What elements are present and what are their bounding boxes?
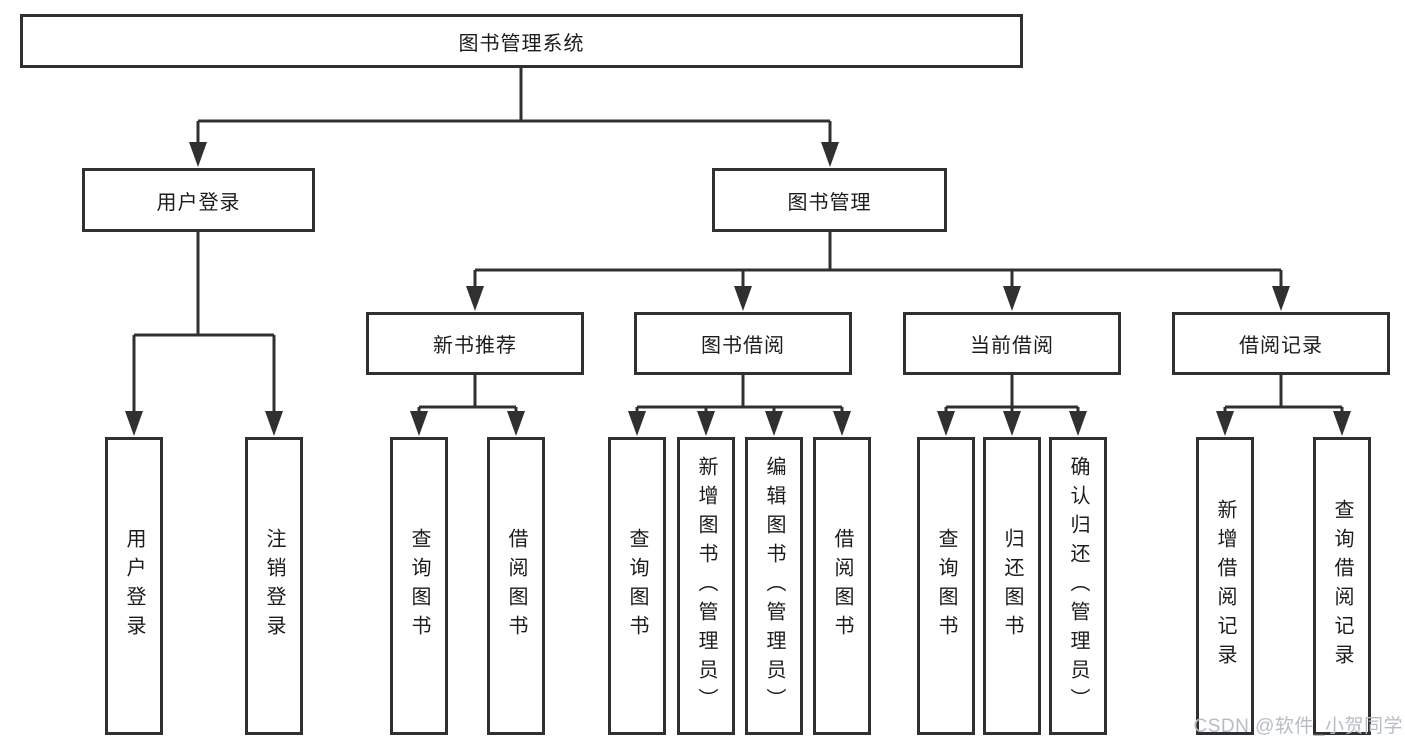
leaf-edit-book-admin-label: 编辑图书（管理员） [763,455,785,717]
leaf-confirm-return-admin-label: 确认归还（管理员） [1067,455,1089,717]
node-current-borrow: 当前借阅 [903,312,1121,375]
node-current-borrow-label: 当前借阅 [970,335,1054,357]
node-borrow-records: 借阅记录 [1172,312,1390,375]
leaf-edit-book-admin: 编辑图书（管理员） [745,437,803,735]
node-user-login-label: 用户登录 [156,191,241,214]
leaf-query-books-borrow: 查询图书 [608,437,666,735]
node-book-management-label: 图书管理 [787,191,872,214]
leaf-user-login-label: 用户登录 [123,528,145,644]
leaf-add-book-admin: 新增图书（管理员） [677,437,735,735]
leaf-return-book: 归还图书 [983,437,1041,735]
leaf-add-borrow-record: 新增借阅记录 [1196,437,1254,735]
node-new-book-recommend-label: 新书推荐 [433,335,517,357]
leaf-query-books-current: 查询图书 [917,437,975,735]
node-new-book-recommend: 新书推荐 [366,312,584,375]
node-borrow-records-label: 借阅记录 [1239,335,1323,357]
leaf-logout-label: 注销登录 [263,528,285,644]
leaf-add-book-admin-label: 新增图书（管理员） [695,455,717,717]
node-user-login: 用户登录 [82,168,315,232]
node-book-borrow-label: 图书借阅 [701,335,785,357]
node-book-management: 图书管理 [712,168,947,232]
leaf-return-book-label: 归还图书 [1001,528,1023,644]
leaf-add-borrow-record-label: 新增借阅记录 [1214,499,1236,673]
leaf-query-borrow-record-label: 查询借阅记录 [1331,499,1353,673]
leaf-borrow-books-recommend-label: 借阅图书 [505,528,527,644]
leaf-query-books-current-label: 查询图书 [935,528,957,644]
node-root: 图书管理系统 [20,14,1023,68]
leaf-borrow-books: 借阅图书 [813,437,871,735]
csdn-watermark: CSDN @软件_小贺同学 [1193,716,1403,737]
leaf-confirm-return-admin: 确认归还（管理员） [1049,437,1107,735]
node-book-borrow: 图书借阅 [634,312,852,375]
leaf-user-login: 用户登录 [105,437,163,735]
leaf-query-books-recommend-label: 查询图书 [408,528,430,644]
leaf-borrow-books-recommend: 借阅图书 [487,437,545,735]
leaf-borrow-books-label: 借阅图书 [831,528,853,644]
node-root-label: 图书管理系统 [458,32,585,55]
leaf-query-books-recommend: 查询图书 [390,437,448,735]
leaf-logout: 注销登录 [245,437,303,735]
leaf-query-borrow-record: 查询借阅记录 [1313,437,1371,735]
leaf-query-books-borrow-label: 查询图书 [626,528,648,644]
